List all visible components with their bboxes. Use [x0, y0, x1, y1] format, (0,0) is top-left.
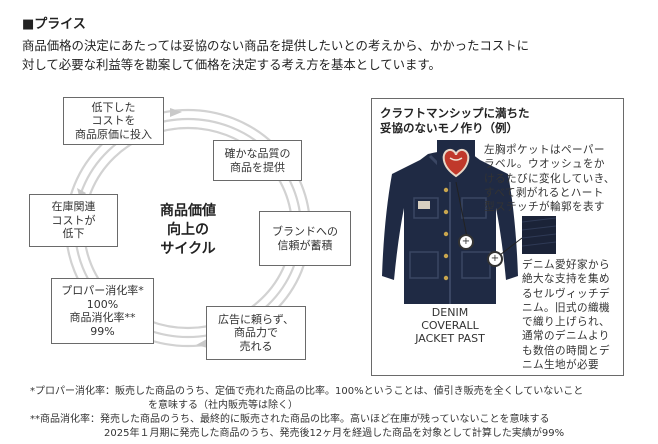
intro-line-2: 対して必要な利益等を勘案して価格を決定する考え方を基本としています。 — [22, 57, 441, 72]
cycle-center-title: 商品価値 向上の サイクル — [160, 203, 216, 257]
footnote-2-line-1: **商品消化率：発売した商品のうち、最終的に販売された商品の比率。高いほど在庫が… — [30, 414, 550, 425]
zoom-icon-pocket: + — [458, 234, 474, 250]
cycle-box-reinvest: 低下した コストを 商品原価に投入 — [63, 97, 164, 145]
intro-line-1: 商品価格の決定にあたっては妥協のない商品を提供したいとの考えから、かかったコスト… — [22, 38, 530, 53]
cycle-box-ads: 広告に頼らず、 商品力で 売れる — [206, 306, 306, 360]
panel-title: クラフトマンシップに満ちた 妥協のないモノ作り（例） — [380, 106, 530, 135]
denim-jacket-image — [382, 151, 518, 304]
pocket-note: 左胸ポケットはペーパー ラベル。ウオッシュをか けるたびに変化していき、 すべて… — [484, 144, 615, 214]
section-title: ■プライス — [22, 17, 86, 32]
cycle-box-quality: 確かな品質の 商品を提供 — [213, 140, 302, 181]
cycle-box-brand: ブランドへの 信頼が蓄積 — [259, 211, 351, 266]
product-label: DENIM COVERALL JACKET PAST — [415, 306, 485, 345]
cycle-arrow-top — [170, 108, 182, 117]
zoom-icon-fabric: + — [487, 251, 503, 267]
denim-fabric-image — [522, 216, 556, 254]
footnote-2-line-2: 2025年１月期に発売した商品のうち、発売後12ヶ月を経過した商品を対象として計… — [104, 428, 565, 439]
cycle-box-inventory: 在庫関連 コストが 低下 — [29, 194, 118, 247]
denim-note: デニム愛好家から 絶大な支持を集め るセルヴィッチデ ニム。旧式の織機 で織り上… — [522, 259, 611, 372]
footnote-1-line-2: を意味する（社内販売等は除く） — [148, 400, 298, 411]
footnote-1-line-1: *プロパー消化率：販売した商品のうち、定価で売れた商品の比率。100%ということ… — [30, 386, 584, 397]
cycle-arrow-bottom — [196, 339, 208, 348]
heart-label-image — [437, 140, 475, 182]
intro-text: 商品価格の決定にあたっては妥協のない商品を提供したいとの考えから、かかったコスト… — [22, 36, 638, 74]
cycle-box-rate: プロパー消化率* 100% 商品消化率** 99% — [51, 278, 154, 344]
